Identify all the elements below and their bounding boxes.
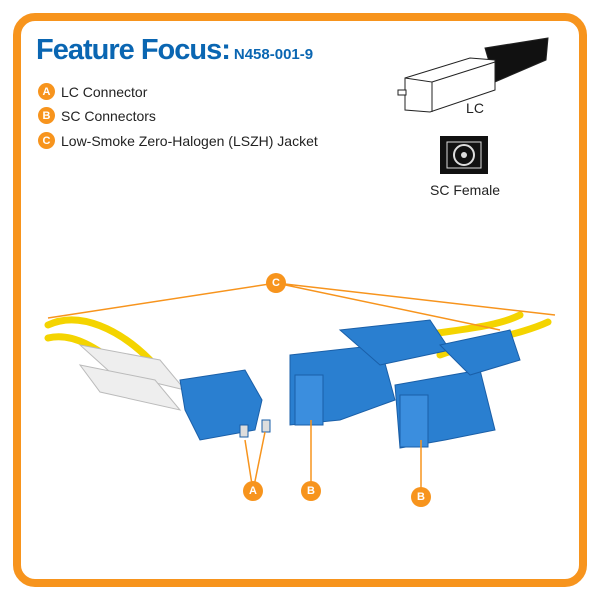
feature-label: SC Connectors: [61, 107, 156, 124]
badge: B: [38, 107, 55, 124]
sc-female-diagram: [440, 136, 488, 174]
title-text: Feature Focus:: [36, 34, 231, 66]
lc-connector-diagram: [397, 37, 549, 113]
feature-item: B SC Connectors: [38, 107, 156, 124]
model-number: N458-001-9: [233, 46, 314, 63]
sc-female-caption: SC Female: [429, 182, 501, 198]
lc-connectors: [179, 369, 271, 441]
orange-frame: [13, 13, 587, 587]
feature-label: LC Connector: [61, 83, 148, 100]
badge: C: [38, 132, 55, 149]
page-title: Feature Focus:N458-001-9: [36, 34, 313, 67]
callout-c: C: [266, 273, 286, 293]
feature-label: Low-Smoke Zero-Halogen (LSZH) Jacket: [61, 132, 318, 149]
lc-caption: LC: [466, 100, 484, 116]
sc-connectors: [289, 319, 521, 449]
lc-boots: [78, 344, 187, 411]
callout-b: B: [301, 481, 321, 501]
feature-item: A LC Connector: [38, 83, 147, 100]
callout-a: A: [243, 481, 263, 501]
badge: A: [38, 83, 55, 100]
feature-item: C Low-Smoke Zero-Halogen (LSZH) Jacket: [38, 132, 318, 149]
callout-b: B: [411, 487, 431, 507]
